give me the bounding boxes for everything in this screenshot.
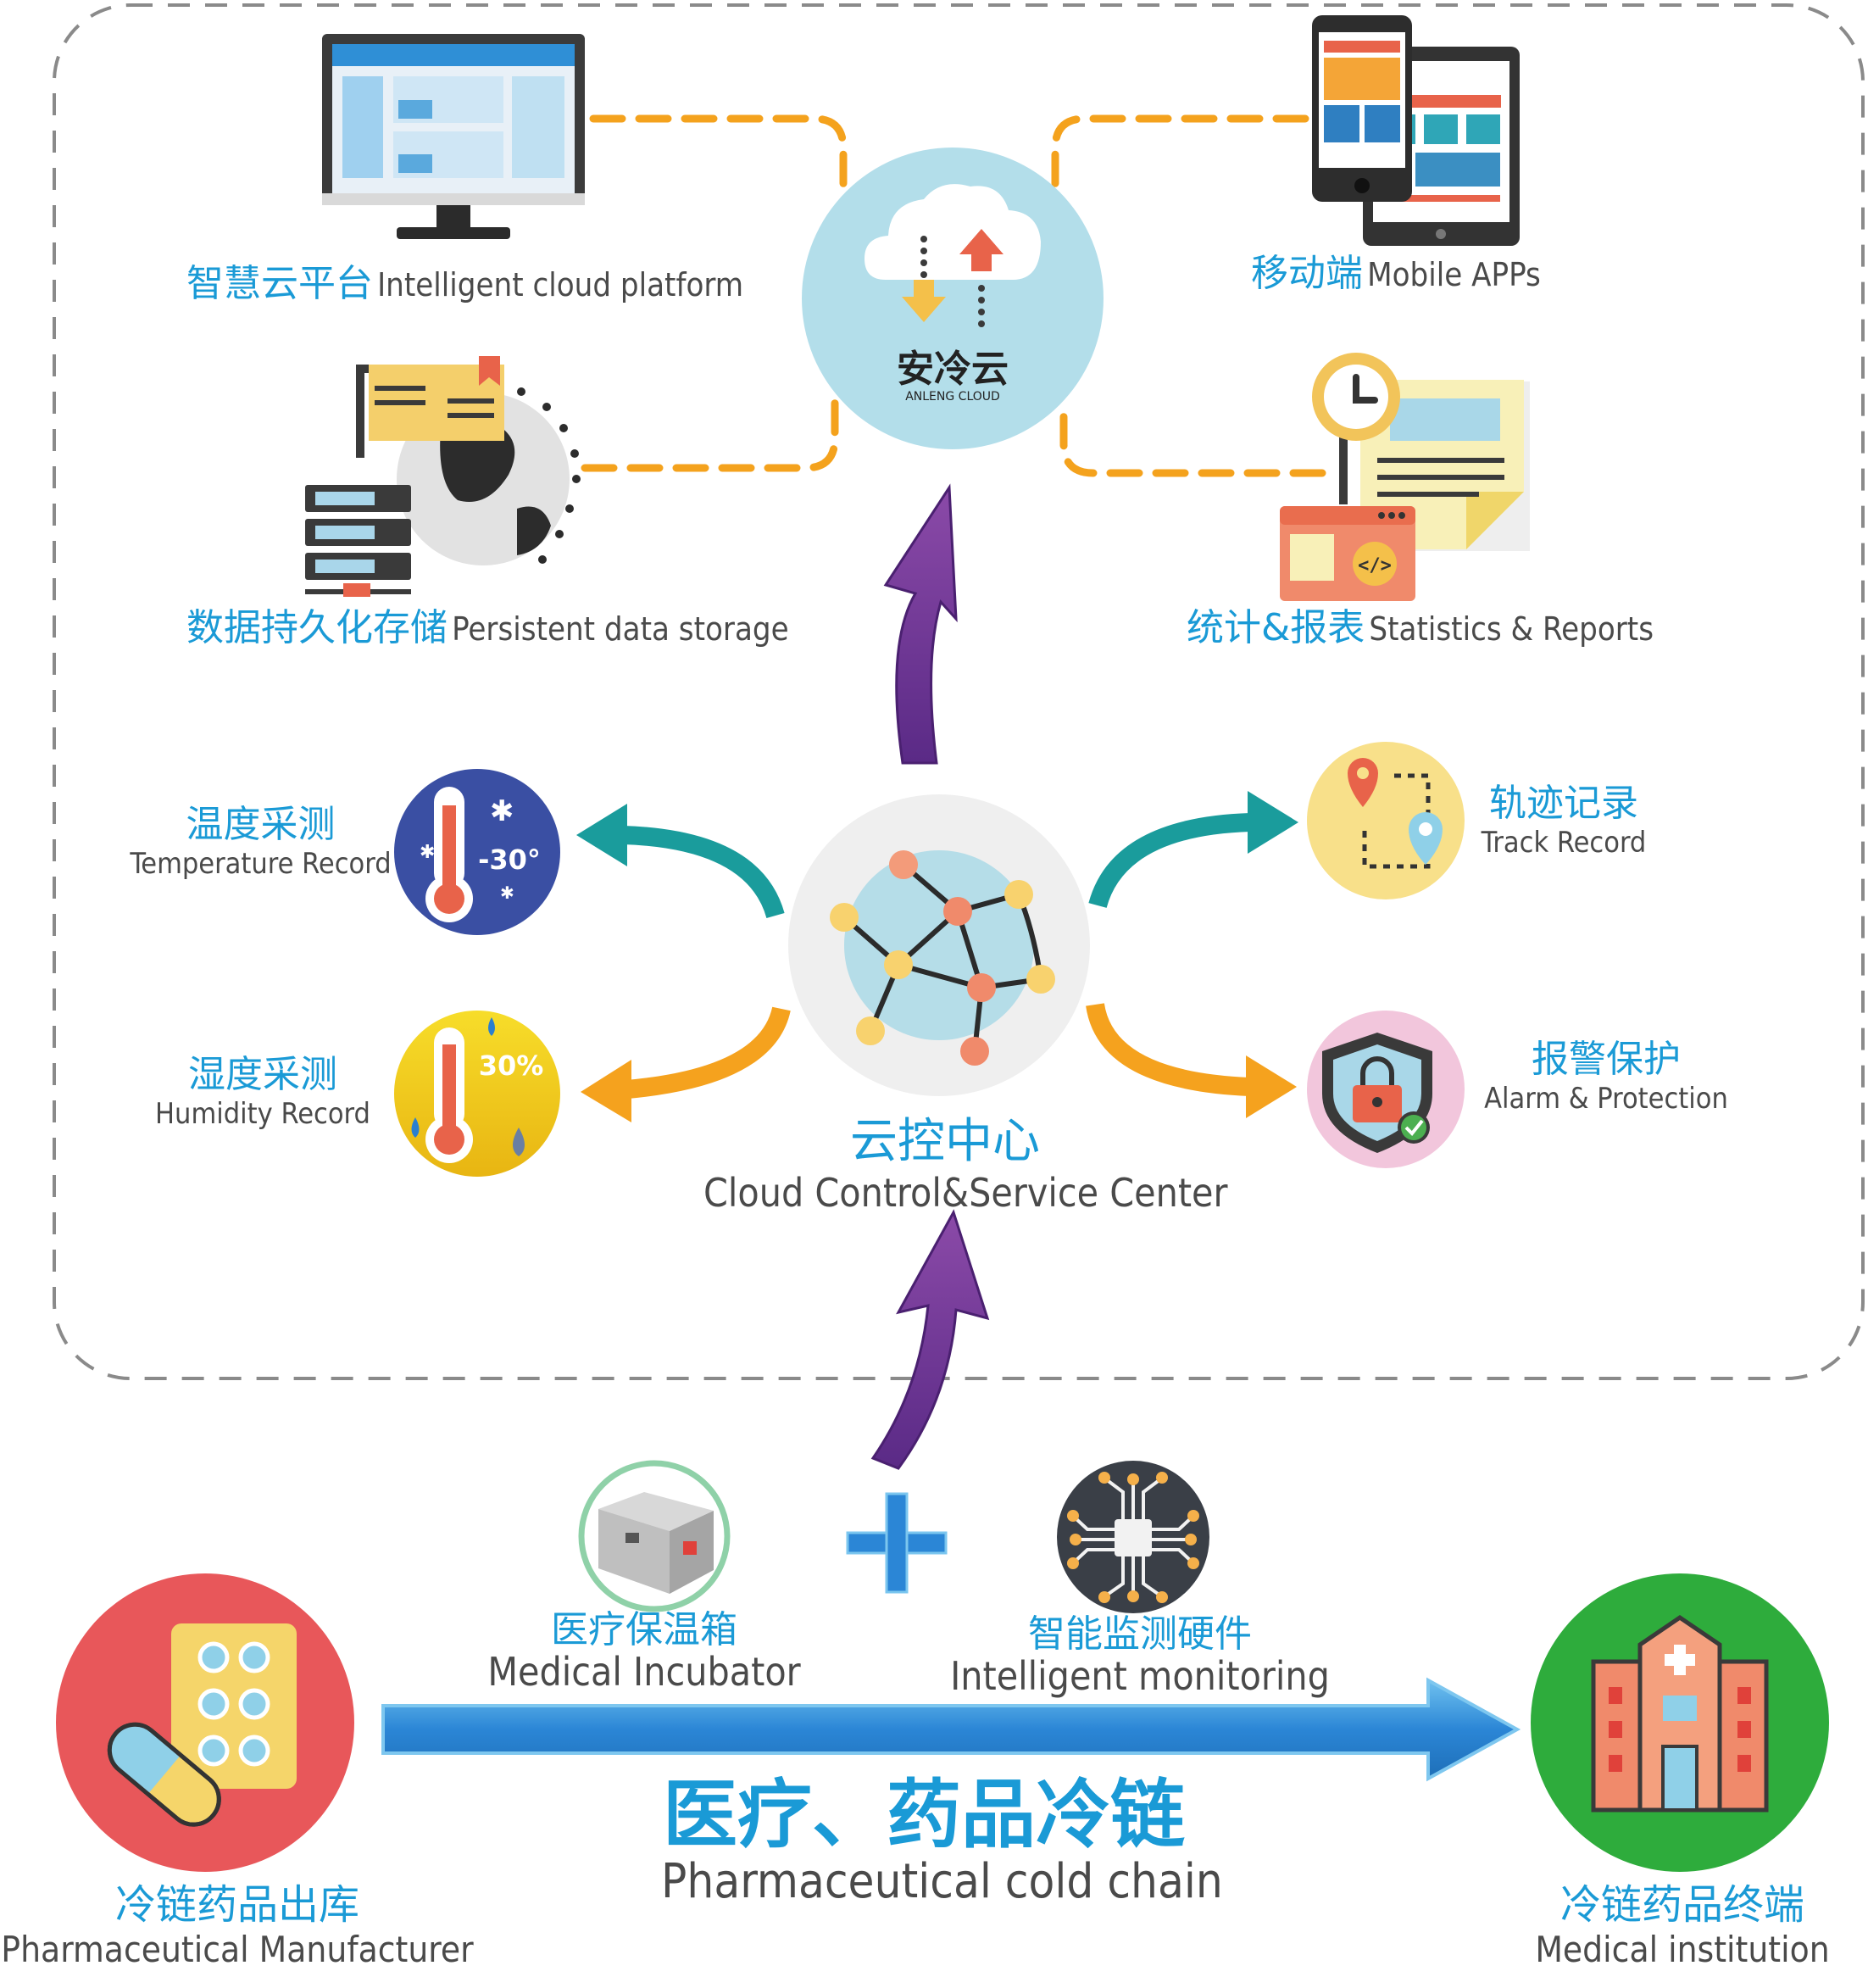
arrow-to-track [1088, 813, 1251, 909]
storage-label: 数据持久化存储 Persistent data storage [186, 606, 789, 649]
arrow-head-temperature [576, 804, 627, 866]
arrow-head-track [1248, 791, 1298, 854]
storage-icon [305, 356, 581, 597]
reports-icon: </> [1280, 353, 1530, 601]
alarm-label-en: Alarm & Protection [1484, 1082, 1728, 1117]
platform-label-cn: 智慧云平台 [186, 262, 373, 305]
alarm-protection-icon [1307, 1011, 1465, 1168]
institution-label: 冷链药品终端 Medical institution [1509, 1884, 1856, 1969]
monitoring-label-en: Intelligent monitoring [950, 1653, 1330, 1700]
humidity-label-cn: 湿度采测 [188, 1053, 337, 1096]
network-hub-icon [788, 794, 1090, 1096]
temperature-icon-value: -30° [478, 844, 541, 876]
institution-label-cn: 冷链药品终端 [1559, 1881, 1804, 1929]
cloud-logo-cn: 安冷云 [897, 348, 1009, 391]
alarm-label-cn: 报警保护 [1532, 1038, 1681, 1081]
arrow-to-alarm [1086, 1002, 1251, 1096]
track-record-icon [1307, 742, 1465, 899]
incubator-label: 医疗保温箱 Medical Incubator [475, 1608, 814, 1696]
arrow-to-humidity [626, 1006, 791, 1099]
manufacturer-label-cn: 冷链药品出库 [114, 1881, 359, 1929]
dashed-connectors [581, 114, 1326, 477]
reports-label: 统计&报表 Statistics & Reports [1187, 606, 1654, 649]
temperature-label: 温度采测 Temperature Record [127, 805, 394, 880]
center-label-en: Cloud Control&Service Center [703, 1169, 1228, 1216]
cold-chain-label: 医疗、药品冷链 Pharmaceutical cold chain [661, 1771, 1223, 1910]
storage-label-cn: 数据持久化存储 [186, 606, 448, 649]
mobile-apps-icon [1312, 15, 1520, 246]
temperature-label-cn: 温度采测 [186, 803, 336, 846]
arrow-head-humidity [581, 1060, 631, 1122]
humidity-icon [394, 1011, 560, 1177]
incubator-label-cn: 医疗保温箱 [551, 1608, 737, 1651]
manufacturer-label-en: Pharmaceutical Manufacturer [1, 1929, 474, 1971]
center-label: 云控中心 Cloud Control&Service Center [703, 1114, 1228, 1216]
monitoring-label: 智能监测硬件 Intelligent monitoring [949, 1612, 1331, 1700]
plus-icon [846, 1492, 948, 1594]
track-label-cn: 轨迹记录 [1489, 782, 1638, 825]
humidity-label: 湿度采测 Humidity Record [144, 1055, 381, 1130]
temperature-icon: ✱ ✱ ✱ [394, 769, 560, 935]
track-label-en: Track Record [1481, 826, 1647, 860]
reports-label-cn: 统计&报表 [1187, 606, 1365, 649]
cloud-zone-frame [53, 3, 1865, 1380]
arrow-head-alarm [1246, 1055, 1297, 1118]
manufacturer-label: 冷链药品出库 Pharmaceutical Manufacturer [0, 1884, 475, 1969]
monitoring-chip-icon [1057, 1461, 1209, 1613]
anleng-cloud-icon [802, 148, 1104, 449]
cold-chain-label-cn: 医疗、药品冷链 [662, 1771, 1185, 1858]
upper-purple-arrow [883, 483, 958, 765]
monitoring-label-cn: 智能监测硬件 [1028, 1612, 1252, 1656]
institution-label-en: Medical institution [1535, 1929, 1830, 1971]
arrow-to-temperature [622, 826, 785, 919]
reports-label-en: Statistics & Reports [1369, 610, 1654, 648]
svg-text:✱: ✱ [490, 794, 514, 828]
temperature-label-en: Temperature Record [130, 847, 392, 882]
incubator-label-en: Medical Incubator [487, 1649, 801, 1696]
humidity-icon-value: 30% [479, 1050, 544, 1082]
svg-text:✱: ✱ [420, 842, 435, 863]
platform-label-en: Intelligent cloud platform [377, 266, 744, 303]
cold-chain-label-en: Pharmaceutical cold chain [661, 1854, 1223, 1910]
lower-purple-arrow [870, 1209, 990, 1470]
cold-chain-arrow [381, 1677, 1521, 1782]
manufacturer-pills-icon [56, 1573, 354, 1872]
track-label: 轨迹记录 Track Record [1475, 782, 1653, 860]
humidity-label-en: Humidity Record [155, 1097, 370, 1132]
mobile-label-cn: 移动端 [1251, 252, 1363, 295]
storage-label-en: Persistent data storage [452, 610, 789, 648]
center-label-cn: 云控中心 [850, 1114, 1040, 1169]
hospital-icon [1531, 1573, 1829, 1872]
cloud-logo-en: ANLENG CLOUD [905, 390, 1000, 404]
medical-incubator-icon [578, 1460, 731, 1612]
monitor-icon [322, 34, 585, 239]
svg-text:</>: </> [1358, 555, 1392, 576]
mobile-label: 移动端 Mobile APPs [1251, 252, 1541, 295]
mobile-label-en: Mobile APPs [1367, 256, 1541, 293]
svg-text:✱: ✱ [500, 883, 514, 903]
platform-label: 智慧云平台 Intelligent cloud platform [186, 262, 744, 305]
alarm-label: 报警保护 Alarm & Protection [1479, 1038, 1733, 1117]
